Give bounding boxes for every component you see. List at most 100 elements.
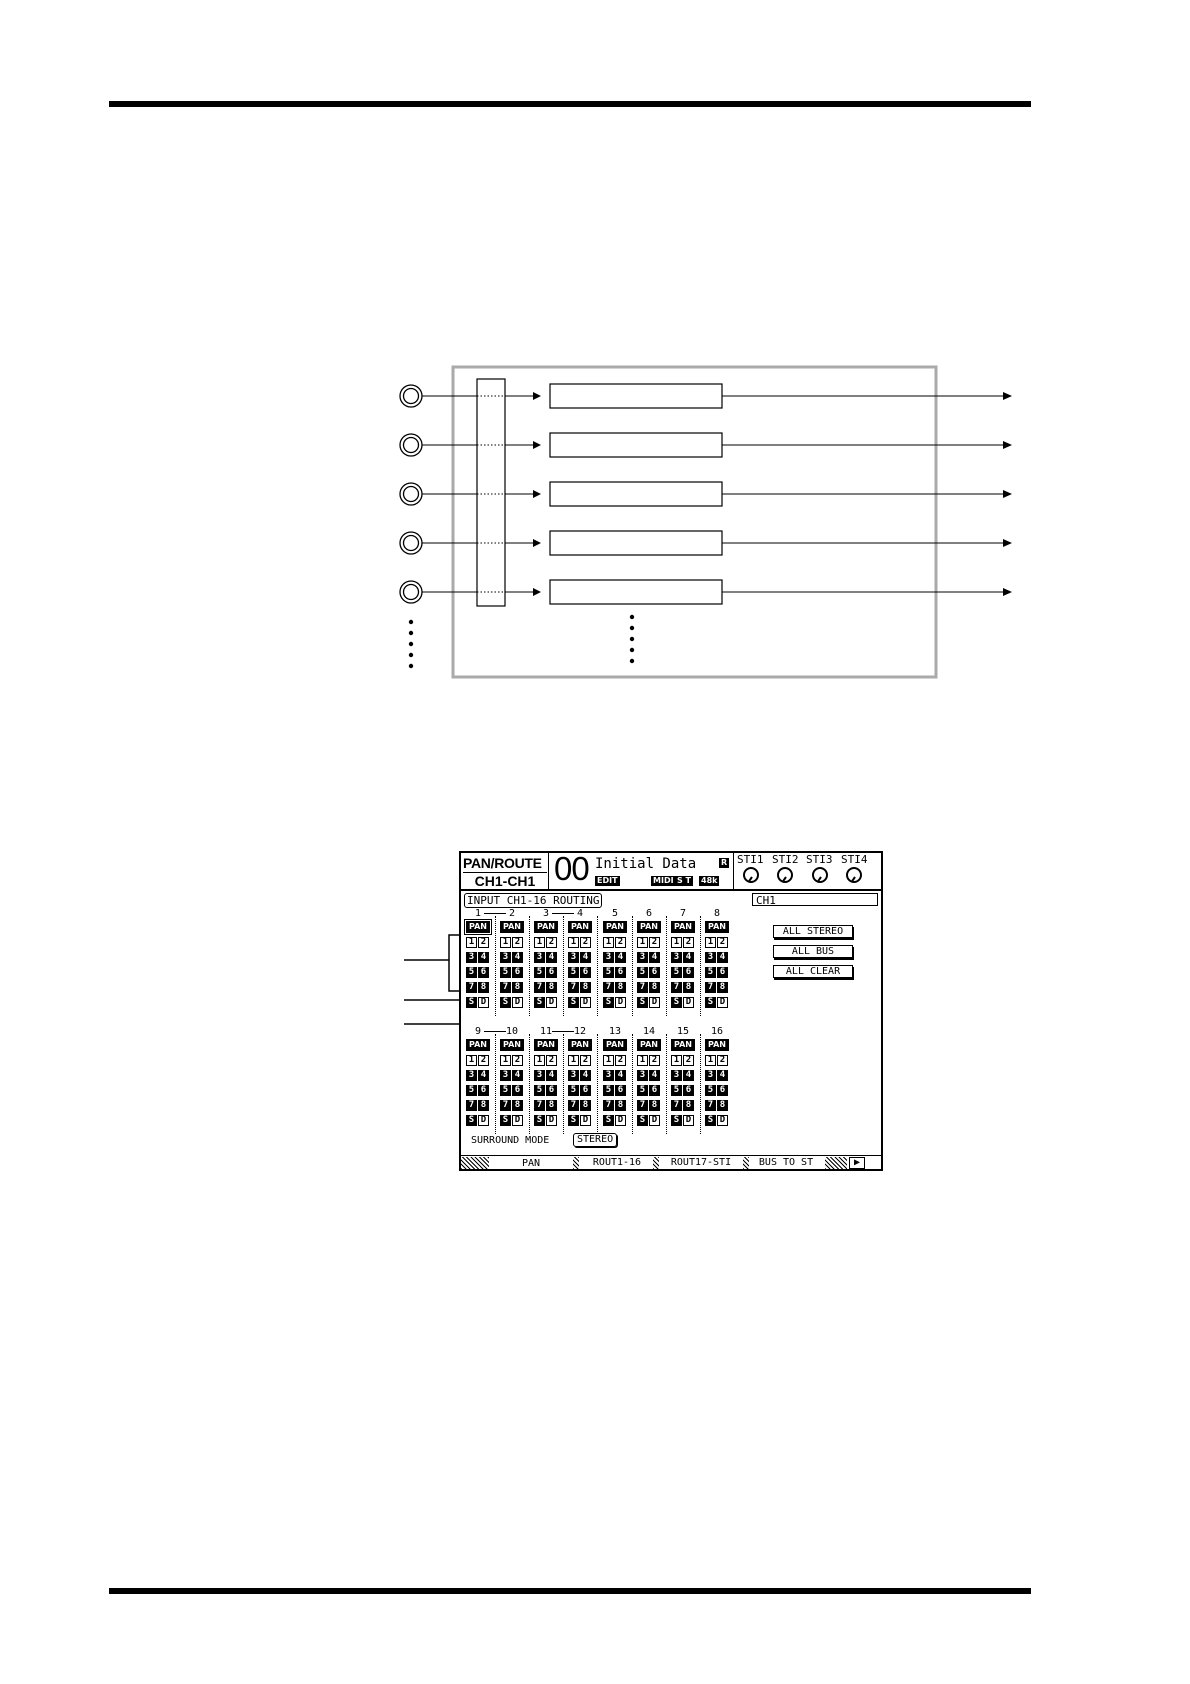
bus-1-button[interactable]: 1	[500, 937, 511, 948]
bus-3-button[interactable]: 3	[568, 1070, 579, 1081]
bus-6-button[interactable]: 6	[717, 1085, 728, 1096]
bus-7-button[interactable]: 7	[671, 1100, 682, 1111]
direct-out-button[interactable]: D	[649, 1115, 660, 1126]
bus-2-button[interactable]: 2	[580, 937, 591, 948]
tab-rout1-16[interactable]: ROUT1-16	[592, 1157, 642, 1168]
bus-4-button[interactable]: 4	[478, 952, 489, 963]
stereo-button[interactable]: S	[568, 997, 579, 1008]
bus-5-button[interactable]: 5	[534, 967, 545, 978]
direct-out-button[interactable]: D	[512, 997, 523, 1008]
st-knob-icon-2[interactable]	[777, 867, 793, 883]
all-clear-button[interactable]: ALL CLEAR	[773, 965, 853, 978]
bus-1-button[interactable]: 1	[466, 1055, 477, 1066]
bus-6-button[interactable]: 6	[546, 967, 557, 978]
st-knob-icon-3[interactable]	[812, 867, 828, 883]
direct-out-button[interactable]: D	[717, 997, 728, 1008]
bus-2-button[interactable]: 2	[478, 937, 489, 948]
pan-button[interactable]: PAN	[466, 1039, 490, 1051]
bus-4-button[interactable]: 4	[546, 952, 557, 963]
bus-6-button[interactable]: 6	[683, 1085, 694, 1096]
bus-5-button[interactable]: 5	[500, 1085, 511, 1096]
bus-5-button[interactable]: 5	[466, 1085, 477, 1096]
bus-8-button[interactable]: 8	[546, 1100, 557, 1111]
bus-1-button[interactable]: 1	[603, 1055, 614, 1066]
bus-1-button[interactable]: 1	[705, 1055, 716, 1066]
bus-8-button[interactable]: 8	[615, 982, 626, 993]
bus-6-button[interactable]: 6	[546, 1085, 557, 1096]
stereo-button[interactable]: S	[671, 997, 682, 1008]
bus-1-button[interactable]: 1	[603, 937, 614, 948]
bus-2-button[interactable]: 2	[683, 937, 694, 948]
bus-4-button[interactable]: 4	[546, 1070, 557, 1081]
pan-button[interactable]: PAN	[671, 1039, 695, 1051]
bus-7-button[interactable]: 7	[534, 982, 545, 993]
bus-7-button[interactable]: 7	[568, 1100, 579, 1111]
tab-rout17-sti[interactable]: ROUT17-STI	[670, 1157, 732, 1168]
bus-5-button[interactable]: 5	[637, 967, 648, 978]
bus-2-button[interactable]: 2	[615, 1055, 626, 1066]
bus-7-button[interactable]: 7	[705, 1100, 716, 1111]
bus-8-button[interactable]: 8	[649, 982, 660, 993]
bus-4-button[interactable]: 4	[512, 952, 523, 963]
bus-2-button[interactable]: 2	[649, 937, 660, 948]
bus-3-button[interactable]: 3	[500, 952, 511, 963]
bus-6-button[interactable]: 6	[580, 967, 591, 978]
bus-7-button[interactable]: 7	[568, 982, 579, 993]
bus-5-button[interactable]: 5	[603, 967, 614, 978]
bus-3-button[interactable]: 3	[603, 952, 614, 963]
bus-4-button[interactable]: 4	[615, 1070, 626, 1081]
bus-2-button[interactable]: 2	[512, 937, 523, 948]
bus-8-button[interactable]: 8	[717, 1100, 728, 1111]
bus-2-button[interactable]: 2	[649, 1055, 660, 1066]
bus-1-button[interactable]: 1	[534, 1055, 545, 1066]
bus-4-button[interactable]: 4	[717, 952, 728, 963]
direct-out-button[interactable]: D	[580, 1115, 591, 1126]
stereo-button[interactable]: S	[568, 1115, 579, 1126]
direct-out-button[interactable]: D	[683, 997, 694, 1008]
direct-out-button[interactable]: D	[478, 1115, 489, 1126]
pan-button[interactable]: PAN	[534, 1039, 558, 1051]
bus-1-button[interactable]: 1	[637, 937, 648, 948]
bus-2-button[interactable]: 2	[546, 1055, 557, 1066]
stereo-button[interactable]: S	[603, 997, 614, 1008]
tab-bus-to-st[interactable]: BUS TO ST	[758, 1157, 814, 1168]
bus-1-button[interactable]: 1	[671, 937, 682, 948]
bus-4-button[interactable]: 4	[649, 1070, 660, 1081]
stereo-button[interactable]: S	[466, 1115, 477, 1126]
pan-button[interactable]: PAN	[500, 921, 524, 933]
bus-7-button[interactable]: 7	[500, 1100, 511, 1111]
bus-5-button[interactable]: 5	[568, 967, 579, 978]
pan-button[interactable]: PAN	[705, 921, 729, 933]
stereo-button[interactable]: S	[637, 997, 648, 1008]
stereo-button[interactable]: S	[500, 997, 511, 1008]
pan-button[interactable]: PAN	[500, 1039, 524, 1051]
bus-7-button[interactable]: 7	[603, 1100, 614, 1111]
bus-3-button[interactable]: 3	[534, 952, 545, 963]
all-stereo-button[interactable]: ALL STEREO	[773, 925, 853, 938]
bus-6-button[interactable]: 6	[512, 1085, 523, 1096]
bus-7-button[interactable]: 7	[466, 982, 477, 993]
bus-5-button[interactable]: 5	[705, 1085, 716, 1096]
tab-pan[interactable]: PAN	[491, 1157, 571, 1169]
bus-6-button[interactable]: 6	[649, 1085, 660, 1096]
bus-8-button[interactable]: 8	[683, 982, 694, 993]
bus-2-button[interactable]: 2	[546, 937, 557, 948]
bus-7-button[interactable]: 7	[466, 1100, 477, 1111]
stereo-button[interactable]: S	[603, 1115, 614, 1126]
bus-3-button[interactable]: 3	[568, 952, 579, 963]
bus-1-button[interactable]: 1	[705, 937, 716, 948]
stereo-button[interactable]: S	[671, 1115, 682, 1126]
bus-5-button[interactable]: 5	[568, 1085, 579, 1096]
direct-out-button[interactable]: D	[649, 997, 660, 1008]
bus-4-button[interactable]: 4	[649, 952, 660, 963]
bus-5-button[interactable]: 5	[705, 967, 716, 978]
bus-8-button[interactable]: 8	[512, 982, 523, 993]
bus-2-button[interactable]: 2	[717, 1055, 728, 1066]
bus-7-button[interactable]: 7	[637, 982, 648, 993]
bus-8-button[interactable]: 8	[683, 1100, 694, 1111]
bus-1-button[interactable]: 1	[500, 1055, 511, 1066]
bus-4-button[interactable]: 4	[580, 952, 591, 963]
bus-1-button[interactable]: 1	[568, 937, 579, 948]
bus-8-button[interactable]: 8	[580, 982, 591, 993]
pan-button[interactable]: PAN	[568, 1039, 592, 1051]
